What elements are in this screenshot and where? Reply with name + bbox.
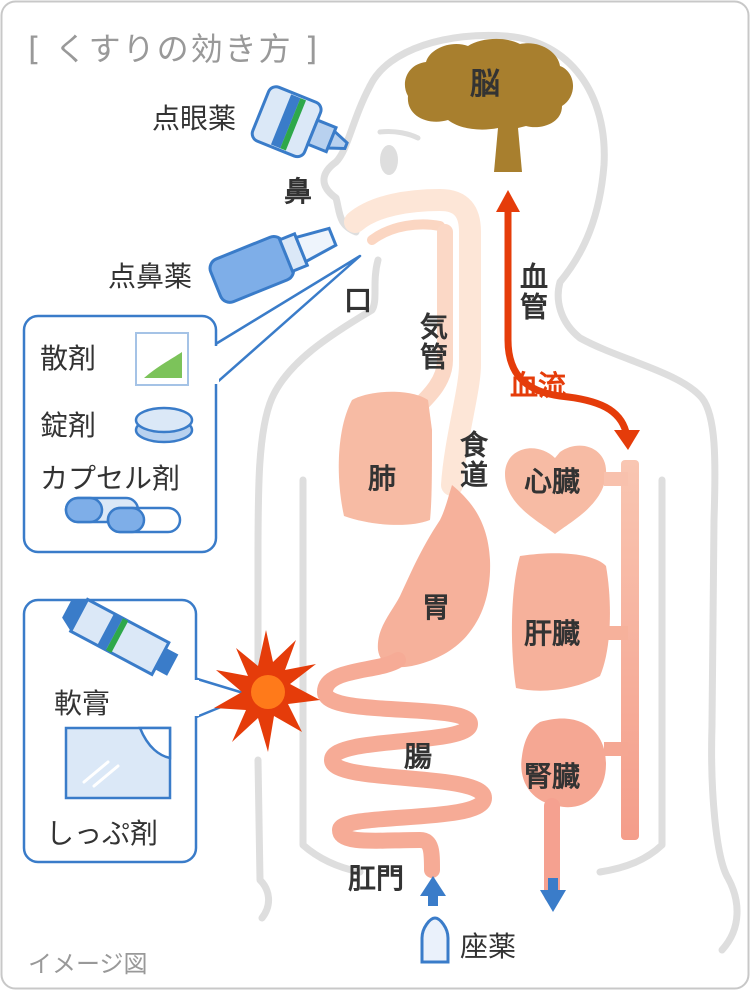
label-anus: 肛門	[348, 862, 405, 895]
label-trachea: 気管	[416, 312, 449, 372]
kidney	[521, 718, 606, 808]
capsule-icon	[64, 496, 182, 534]
label-intestine: 腸	[404, 740, 433, 773]
label-esophagus: 食道	[456, 430, 489, 490]
label-brain: 脳	[470, 67, 500, 102]
label-lung: 肺	[368, 462, 397, 495]
label-ointment: 軟膏	[54, 687, 111, 720]
label-liver: 肝臓	[524, 617, 581, 650]
label-kidney: 腎臓	[524, 760, 581, 793]
label-suppository: 座薬	[460, 930, 517, 963]
eye	[380, 145, 398, 175]
excretion-arrow-icon	[540, 890, 566, 912]
label-nasal-spray: 点鼻薬	[108, 260, 193, 293]
nasal-spray-icon	[208, 226, 338, 304]
ointment-tube-icon	[62, 597, 179, 677]
eyebrow	[377, 129, 421, 141]
body-silhouette	[254, 31, 741, 954]
label-poultice: しっぷ剤	[46, 817, 159, 850]
suppository-icon	[420, 916, 450, 964]
suppository-entry-arrow-icon	[420, 876, 446, 896]
label-nose: 鼻	[284, 175, 313, 208]
diagram-title: [ くすりの効き方 ]	[28, 30, 320, 68]
blood-flow-arrow	[496, 190, 640, 450]
heart	[505, 445, 607, 534]
label-eye-drops: 点眼薬	[152, 102, 237, 135]
label-tablet: 錠剤	[40, 409, 97, 442]
label-blood-flow: 血流	[510, 369, 567, 402]
tablet-icon	[134, 406, 194, 444]
digestive-tract	[317, 188, 492, 878]
label-mouth: 口	[344, 284, 373, 317]
eye-drops-icon	[250, 85, 349, 159]
label-heart: 心臓	[524, 465, 581, 498]
label-capsule: カプセル剤	[40, 462, 181, 495]
poultice-icon	[64, 726, 172, 800]
label-blood-vessel: 血管	[516, 262, 549, 322]
label-stomach: 胃	[422, 591, 451, 624]
brain	[404, 38, 574, 173]
image-caption: イメージ図	[28, 950, 148, 978]
label-powder: 散剤	[40, 342, 97, 375]
powder-icon	[135, 332, 189, 386]
liver	[511, 553, 610, 691]
skin-burst-icon	[214, 630, 320, 752]
